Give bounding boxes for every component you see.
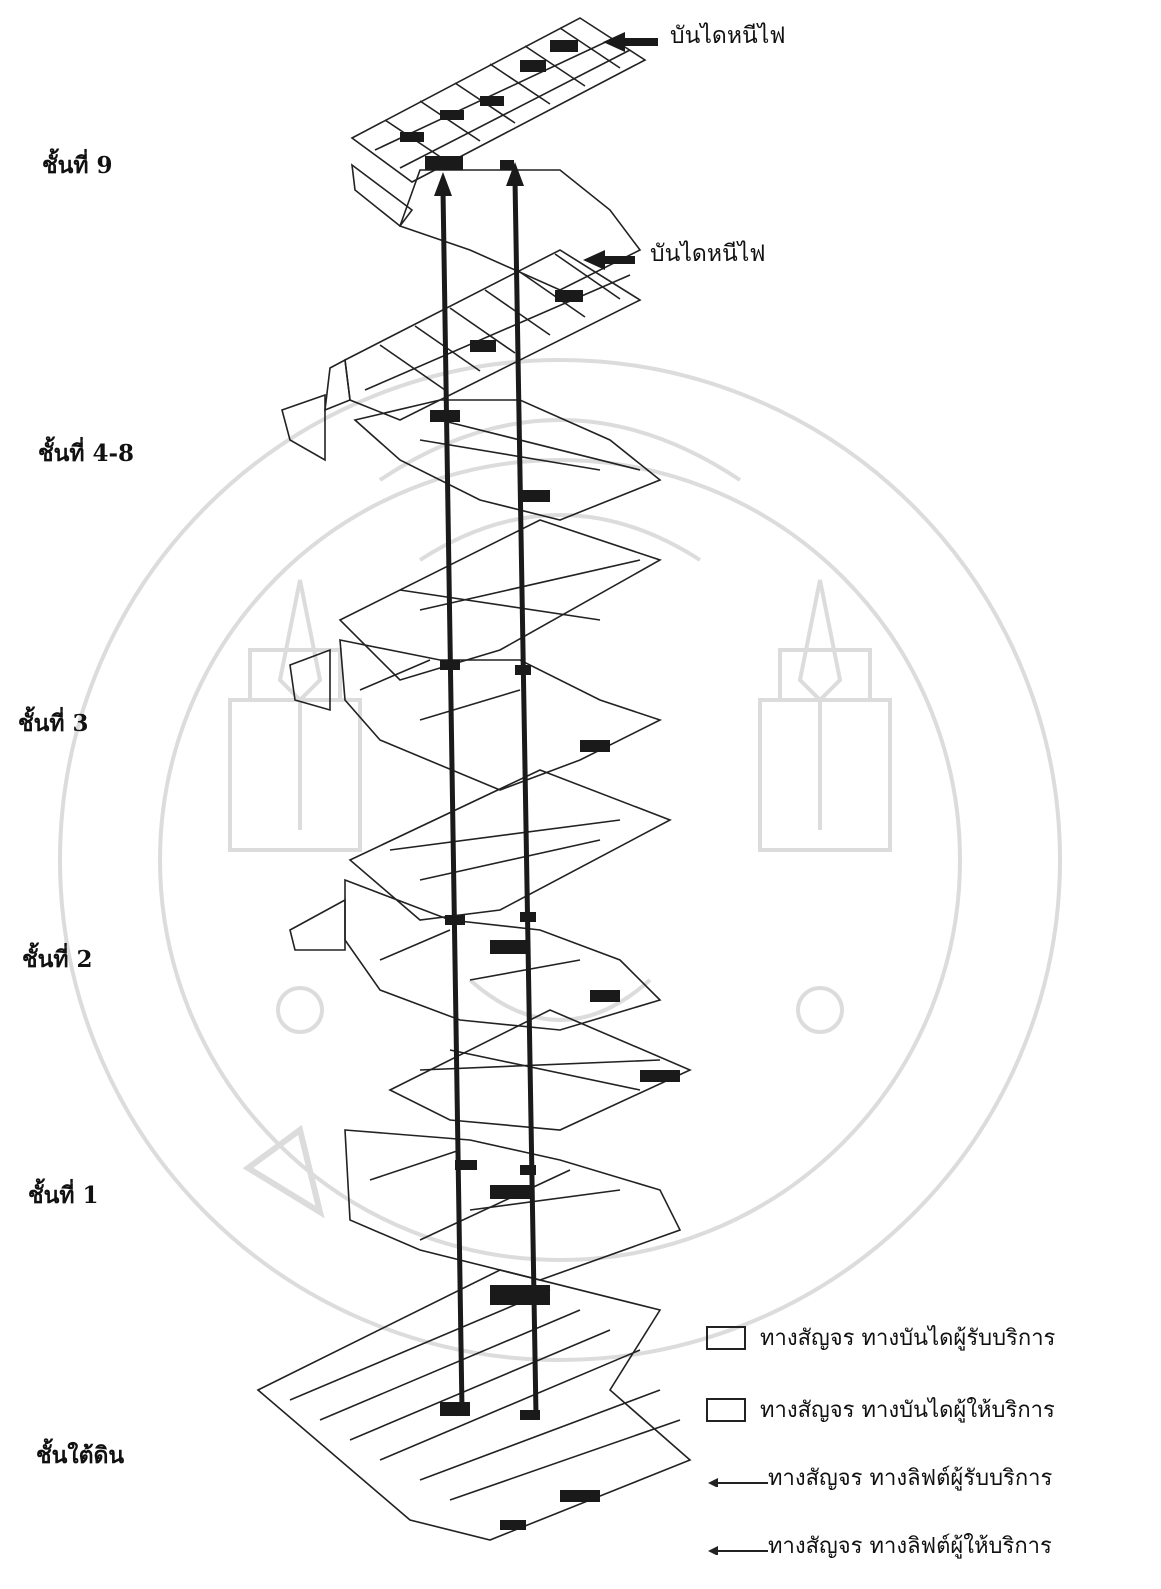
lift-circulation-lines [434,162,539,1416]
legend-customer-stair: ทางสัญจร ทางบันไดผู้รับบริการ [706,1320,1055,1355]
legend-label: ทางสัญจร ทางลิฟต์ผู้ให้บริการ [768,1534,1052,1559]
floor-label-9: ชั้นที่ 9 [42,152,113,179]
legend-staff-stair: ทางสัญจร ทางบันไดผู้ให้บริการ [706,1392,1055,1427]
floor-label-3: ชั้นที่ 3 [18,710,89,737]
floor-plate-4-8 [281,249,662,521]
university-seal-watermark [58,358,1062,1362]
fire-escape-arrow-mid [583,250,635,270]
floor-plate-basement [256,1269,692,1541]
floor-label-1: ชั้นที่ 1 [28,1182,99,1209]
staff-lift-arrowhead [506,162,524,186]
floor-label-2: ชั้นที่ 2 [22,946,93,973]
customer-lift-line [440,189,465,1411]
floor-plate-1 [344,1009,692,1281]
arrow-left-icon [708,1545,768,1555]
legend-label: ทางสัญจร ทางบันไดผู้รับบริการ [760,1326,1056,1351]
callout-arrows [583,32,658,270]
legend-staff-lift: ทางสัญจร ทางลิฟต์ผู้ให้บริการ [706,1528,1052,1563]
floor-plate-2 [289,769,672,1031]
legend-label: ทางสัญจร ทางลิฟต์ผู้รับบริการ [768,1466,1053,1491]
floor-label-basement: ชั้นใต้ดิน [36,1442,125,1469]
floor-plate-3 [289,519,663,791]
floor-label-4-8: ชั้นที่ 4-8 [38,440,135,467]
customer-lift-arrowhead [434,172,452,196]
fire-escape-arrow-top [603,32,658,52]
floor-plates [256,17,692,1541]
fire-escape-label-mid: บันไดหนีไฟ [650,241,766,267]
legend-box-icon [706,1325,746,1350]
floor-plate-9 [350,17,647,291]
staff-lift-line [512,179,539,1416]
legend-customer-lift: ทางสัญจร ทางลิฟต์ผู้รับบริการ [706,1460,1052,1495]
legend-box-icon [706,1397,746,1422]
arrow-left-icon [708,1477,768,1487]
fire-escape-label-top: บันไดหนีไฟ [670,23,786,49]
legend-label: ทางสัญจร ทางบันไดผู้ให้บริการ [760,1398,1055,1423]
